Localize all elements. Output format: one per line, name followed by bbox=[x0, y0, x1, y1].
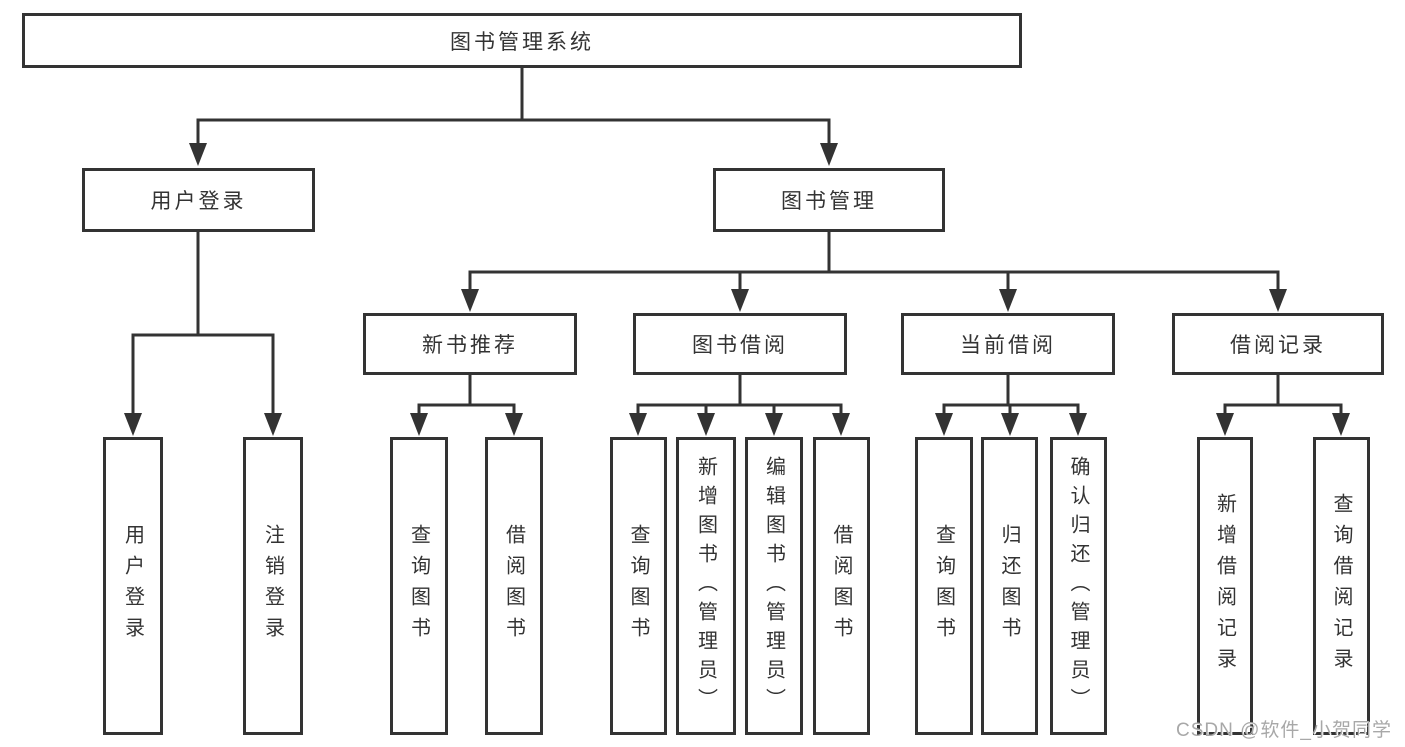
arrowhead bbox=[765, 413, 783, 436]
connector-current-to-leaves bbox=[942, 373, 1080, 418]
arrowhead bbox=[1269, 289, 1287, 312]
leaf-add-books-admin: 新增图书（管理员） bbox=[676, 437, 736, 735]
arrowhead bbox=[1216, 413, 1234, 436]
node-book-management: 图书管理 bbox=[713, 168, 945, 232]
node-root-library-management-system: 图书管理系统 bbox=[22, 13, 1022, 68]
arrowhead bbox=[189, 143, 207, 166]
arrowhead bbox=[461, 289, 479, 312]
arrowhead bbox=[999, 289, 1017, 312]
connector-userlogin-to-leaves bbox=[131, 230, 275, 418]
connector-borrow-to-leaves bbox=[636, 373, 843, 418]
node-book-borrowing: 图书借阅 bbox=[633, 313, 847, 375]
leaf-user-login: 用户登录 bbox=[103, 437, 163, 735]
arrowhead bbox=[832, 413, 850, 436]
arrowhead bbox=[697, 413, 715, 436]
node-new-book-recommendation: 新书推荐 bbox=[363, 313, 577, 375]
connector-bookmgmt-to-level3 bbox=[468, 230, 1280, 294]
leaf-borrow-books: 借阅图书 bbox=[813, 437, 870, 735]
arrowhead bbox=[1332, 413, 1350, 436]
leaf-query-books: 查询图书 bbox=[390, 437, 448, 735]
arrowhead bbox=[731, 289, 749, 312]
leaf-query-borrow-record: 查询借阅记录 bbox=[1313, 437, 1370, 735]
arrowhead bbox=[1001, 413, 1019, 436]
node-borrowing-records: 借阅记录 bbox=[1172, 313, 1384, 375]
leaf-add-borrow-record: 新增借阅记录 bbox=[1197, 437, 1253, 735]
leaf-logout: 注销登录 bbox=[243, 437, 303, 735]
leaf-query-books: 查询图书 bbox=[915, 437, 973, 735]
connector-records-to-leaves bbox=[1223, 373, 1343, 418]
connector-root-to-level2 bbox=[196, 66, 831, 148]
node-user-login: 用户登录 bbox=[82, 168, 315, 232]
leaf-confirm-return-admin: 确认归还（管理员） bbox=[1050, 437, 1107, 735]
csdn-watermark: CSDN @软件_小贺同学 bbox=[1176, 720, 1392, 741]
arrowhead bbox=[264, 413, 282, 436]
arrowhead bbox=[505, 413, 523, 436]
arrowhead bbox=[935, 413, 953, 436]
arrowhead bbox=[820, 143, 838, 166]
arrowhead bbox=[629, 413, 647, 436]
arrowhead bbox=[410, 413, 428, 436]
connector-newbook-to-leaves bbox=[417, 373, 516, 418]
leaf-borrow-books: 借阅图书 bbox=[485, 437, 543, 735]
arrowhead bbox=[124, 413, 142, 436]
leaf-query-books: 查询图书 bbox=[610, 437, 667, 735]
arrowhead bbox=[1069, 413, 1087, 436]
node-current-borrowing: 当前借阅 bbox=[901, 313, 1115, 375]
leaf-return-books: 归还图书 bbox=[981, 437, 1038, 735]
leaf-edit-books-admin: 编辑图书（管理员） bbox=[745, 437, 803, 735]
